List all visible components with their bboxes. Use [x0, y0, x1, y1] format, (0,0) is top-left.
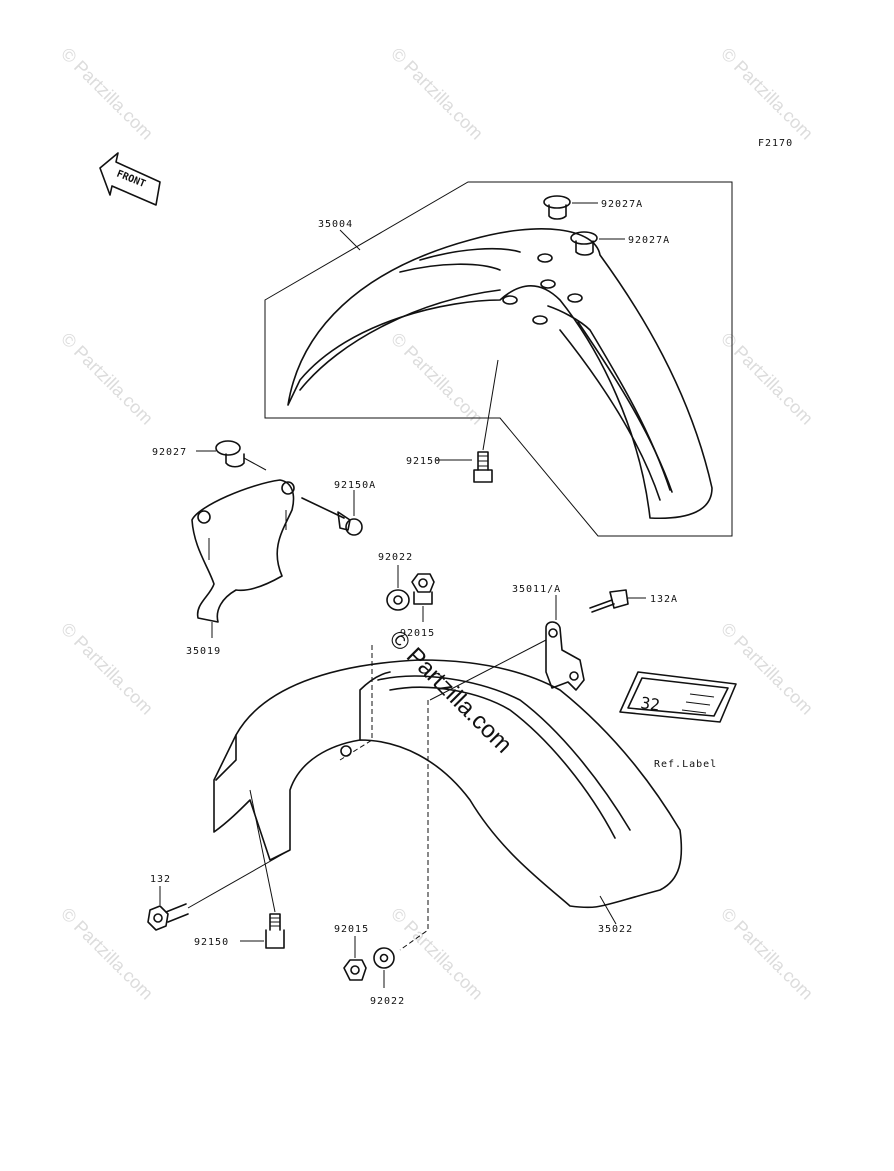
nut-92015: [411, 573, 435, 605]
grommet-92027: [215, 440, 245, 468]
part-label-132a: 132A: [650, 594, 678, 605]
bolt-92150: [265, 913, 285, 949]
bolt-132a: [589, 589, 629, 613]
front-fender-group-outline: [264, 181, 733, 537]
part-label-92022: 92022: [370, 996, 405, 1007]
ref-label-decal: 32: [619, 671, 737, 723]
number-plate-35019: [191, 479, 295, 623]
ref-label-caption: Ref.Label: [654, 759, 717, 770]
bolt-132: [147, 903, 189, 931]
part-label-92015: 92015: [400, 628, 435, 639]
watermark: © Partzilla.com: [717, 904, 817, 1004]
part-label-92150: 92150: [194, 937, 229, 948]
watermark: © Partzilla.com: [717, 619, 817, 719]
bolt-92150a: [301, 497, 363, 536]
watermark: © Partzilla.com: [57, 329, 157, 429]
washer-92022: [386, 589, 410, 611]
washer-92022: [373, 947, 395, 969]
part-label-92150: 92150: [406, 456, 441, 467]
watermark-large: © Partzilla.com: [384, 625, 517, 758]
front-arrow-icon: FRONT: [99, 152, 161, 206]
front-arrow-label: FRONT: [115, 169, 147, 190]
figure-code: F2170: [758, 138, 793, 149]
watermark: © Partzilla.com: [387, 904, 487, 1004]
part-label-92027a: 92027A: [628, 235, 670, 246]
grommet-92027a-1: [543, 195, 571, 220]
part-label-35019: 35019: [186, 646, 221, 657]
watermark: © Partzilla.com: [387, 44, 487, 144]
part-label-35004: 35004: [318, 219, 353, 230]
nut-92015: [343, 959, 367, 981]
rear-fender-35022: [213, 659, 683, 909]
part-label-92015: 92015: [334, 924, 369, 935]
front-fender-35004: [287, 228, 713, 520]
watermark: © Partzilla.com: [57, 904, 157, 1004]
watermark: © Partzilla.com: [57, 619, 157, 719]
part-label-132: 132: [150, 874, 171, 885]
ref-label-text: 32: [639, 693, 661, 714]
part-label-92027a: 92027A: [601, 199, 643, 210]
watermark: © Partzilla.com: [387, 329, 487, 429]
bracket-35011a: [545, 621, 585, 691]
watermark: © Partzilla.com: [717, 44, 817, 144]
part-label-35022: 35022: [598, 924, 633, 935]
part-label-35011a: 35011/A: [512, 584, 561, 595]
part-label-92027: 92027: [152, 447, 187, 458]
watermarks: © Partzilla.com © Partzilla.com © Partzi…: [57, 44, 817, 1004]
watermark: © Partzilla.com: [57, 44, 157, 144]
part-label-92150a: 92150A: [334, 480, 376, 491]
bolt-92150: [473, 451, 493, 483]
part-label-92022: 92022: [378, 552, 413, 563]
grommet-92027a-2: [570, 231, 598, 256]
